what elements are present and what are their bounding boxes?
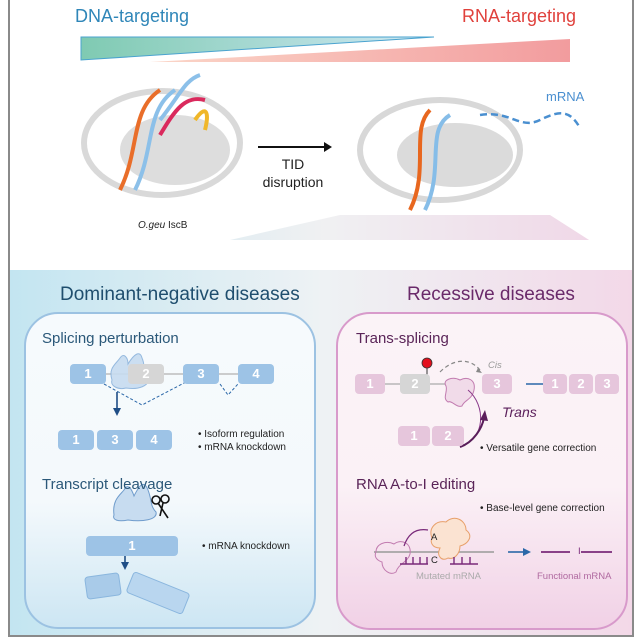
- dna-targeting-label: DNA-targeting: [75, 6, 190, 26]
- header-graphics: [80, 36, 590, 240]
- mrna-dashed-line: [479, 112, 582, 129]
- scissors-icon: [151, 494, 170, 519]
- donor-exon-1: 1: [398, 426, 430, 446]
- recessive-title: Recessive diseases: [407, 284, 575, 305]
- iscb-structure-left: [81, 73, 243, 198]
- tid-disruption-label: TID disruption: [262, 156, 324, 190]
- trans-splicing-bullets: • Versatile gene correction: [480, 443, 597, 454]
- dominant-negative-title: Dominant-negative diseases: [60, 284, 300, 305]
- exon-3: 3: [183, 364, 219, 384]
- adar-enzyme-icon: [430, 517, 471, 560]
- trans-pre-exon-3: 3: [482, 374, 512, 394]
- spliced-exon-3: 3: [97, 430, 133, 450]
- mutated-mrna-label: Mutated mRNA: [416, 571, 481, 582]
- dna-targeting-wedge: [80, 36, 435, 61]
- fragment-left: [84, 572, 122, 600]
- figure-frame: DNA-targeting RNA-targeting: [8, 0, 634, 637]
- iscb-complex-cleavage-icon: [113, 483, 157, 522]
- product-exon-3: 3: [595, 374, 619, 394]
- transition-band: [230, 215, 590, 240]
- trans-pre-exon-1: 1: [355, 374, 385, 394]
- functional-mrna-label: Functional mRNA: [537, 571, 612, 582]
- splicing-perturbation-title: Splicing perturbation: [42, 330, 179, 347]
- edited-base-label: I: [578, 546, 581, 557]
- trans-label: Trans: [502, 404, 537, 420]
- trans-pre-exon-2-mutant: 2: [400, 374, 430, 394]
- spliced-exon-4: 4: [136, 430, 172, 450]
- fragment-right: [126, 571, 190, 615]
- product-exon-1: 1: [543, 374, 567, 394]
- trans-splicing-title: Trans-splicing: [356, 330, 449, 347]
- stop-codon-icon: [421, 357, 433, 369]
- donor-exon-2: 2: [432, 426, 464, 446]
- trans-splicing-diagram: [374, 357, 612, 574]
- splicing-diagram: [84, 353, 254, 615]
- cleavage-exon-1: 1: [86, 536, 178, 556]
- editing-bullets: • Base-level gene correction: [480, 503, 605, 514]
- cis-label: Cis: [488, 360, 502, 371]
- transcript-cleavage-title: Transcript cleavage: [42, 476, 173, 493]
- base-a-label: A: [431, 532, 438, 543]
- trans-arrow-head: [480, 410, 488, 421]
- base-c-label: C: [431, 555, 438, 566]
- exon-4: 4: [238, 364, 274, 384]
- iscb-caption: O.geu IscB: [138, 220, 188, 231]
- recessive-card: [336, 312, 628, 630]
- exon-1: 1: [70, 364, 106, 384]
- rna-targeting-label: RNA-targeting: [462, 6, 577, 26]
- spliced-exon-1: 1: [58, 430, 94, 450]
- iscb-complex-trans-icon: [444, 377, 475, 407]
- product-exon-2: 2: [569, 374, 593, 394]
- iscb-structure-right: [357, 97, 582, 211]
- rna-editing-title: RNA A-to-I editing: [356, 476, 476, 493]
- exon-2-skipped: 2: [128, 364, 164, 384]
- splicing-bullets: • Isoform regulation • mRNA knockdown: [198, 429, 286, 453]
- rna-targeting-wedge: [150, 39, 570, 62]
- mrna-label: mRNA: [546, 89, 585, 104]
- cleavage-bullets: • mRNA knockdown: [202, 541, 290, 552]
